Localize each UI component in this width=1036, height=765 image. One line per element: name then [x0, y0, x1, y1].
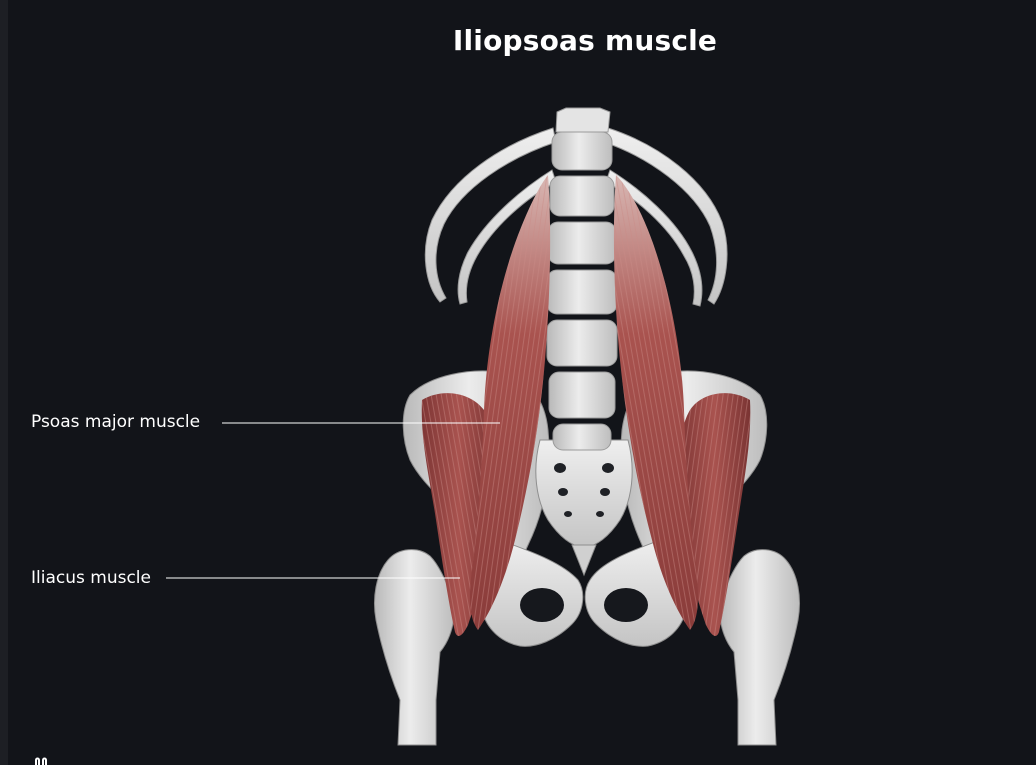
left-edge-strip [0, 0, 8, 765]
brand-logo-icon [35, 757, 47, 765]
lumbar-spine [546, 107, 618, 451]
rib-12-left [424, 127, 557, 303]
psoas-major-muscle-right [613, 175, 698, 630]
diagram-title: Iliopsoas muscle [452, 24, 718, 57]
rib-12-right [603, 127, 728, 305]
iliacus-label: Iliacus muscle [31, 568, 151, 588]
femur-right [719, 549, 800, 746]
psoas-major-label: Psoas major muscle [31, 412, 201, 432]
sacrum [535, 439, 633, 577]
femur-left [374, 549, 455, 746]
psoas-major-muscle-left [470, 175, 551, 630]
